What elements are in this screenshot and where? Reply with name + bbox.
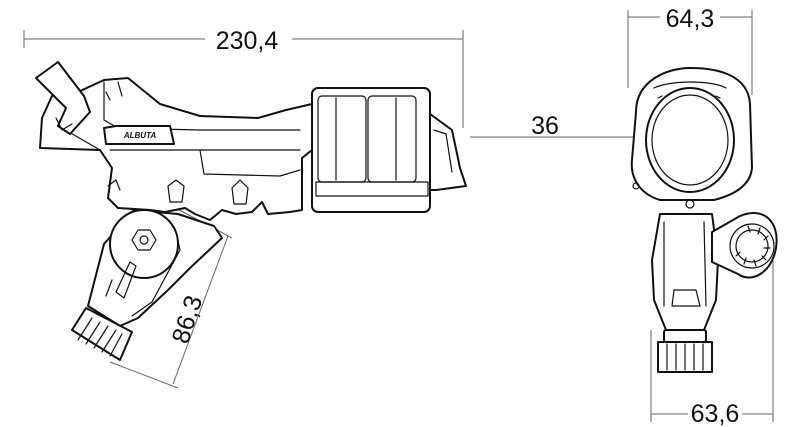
front-ring: [645, 87, 735, 193]
brand-label: ALBUTA: [123, 131, 157, 140]
dimension-length: 230,4: [23, 27, 464, 128]
dimension-inner-diameter-label: 36: [531, 112, 559, 140]
hex-bolt-icon: [131, 229, 157, 251]
dimension-base-length-label: 86,3: [167, 292, 209, 347]
side-view-rod-holder: ALBUTA: [35, 61, 467, 361]
dimension-inner-diameter: 36: [470, 112, 732, 140]
dimension-width-top-label: 64,3: [666, 5, 715, 33]
mount-splines: [71, 307, 133, 361]
dimension-width-bottom: 63,6: [650, 255, 774, 427]
front-stem: [651, 213, 719, 331]
dimension-width-top: 64,3: [627, 5, 753, 95]
dimension-length-label: 230,4: [216, 27, 279, 55]
front-view-rod-holder: [630, 67, 778, 373]
front-base-collar: [663, 329, 707, 343]
rod-clamp-block: [311, 87, 431, 213]
release-lever: [35, 61, 91, 135]
brand-plate: [103, 125, 175, 145]
front-nose: [429, 113, 467, 191]
knob-grip-icon: [729, 223, 775, 269]
dimension-width-bottom-label: 63,6: [691, 400, 740, 427]
lock-knob: [711, 212, 778, 279]
